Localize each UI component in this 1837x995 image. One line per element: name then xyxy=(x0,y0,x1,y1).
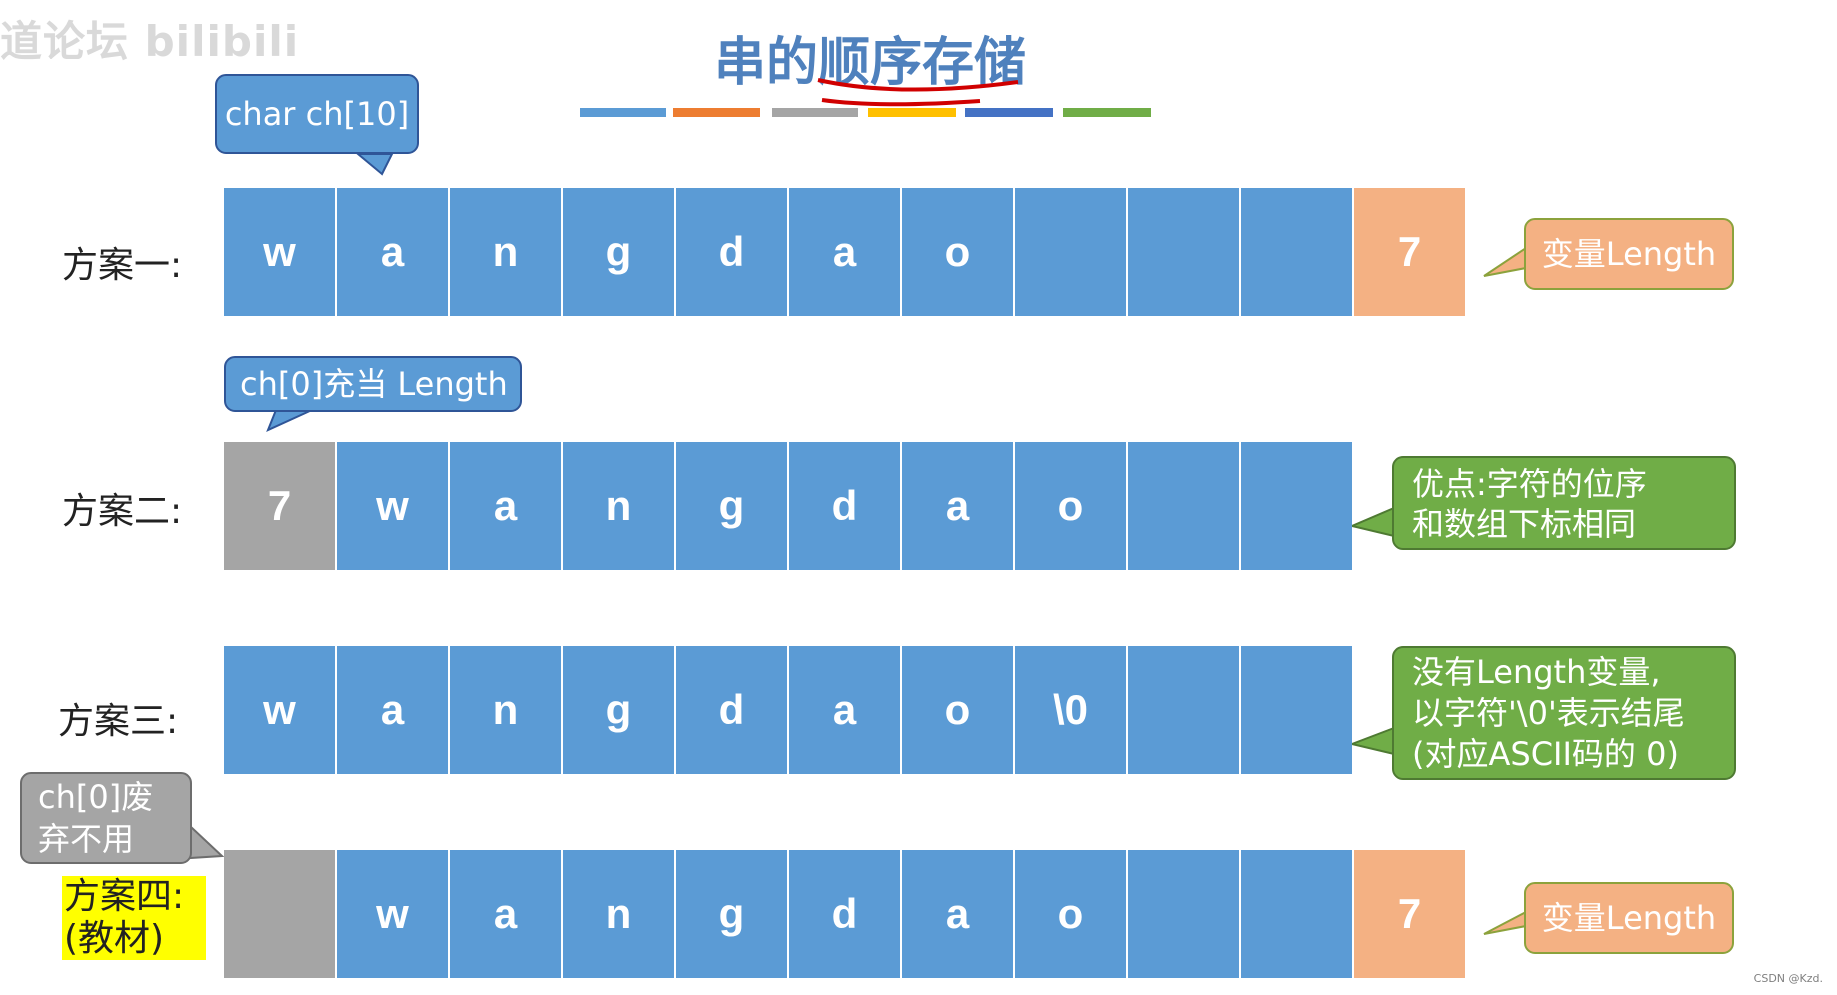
terminator-cell: \0 xyxy=(1015,646,1126,774)
color-bar-6 xyxy=(1063,108,1151,117)
scheme-2-note-line: 和数组下标相同 xyxy=(1412,505,1637,543)
color-bar-2 xyxy=(673,108,760,117)
array-cell xyxy=(1128,646,1239,774)
array-cell: d xyxy=(789,850,900,978)
scheme-2-above-text: ch[0]充当 Length xyxy=(240,365,508,403)
array-cell xyxy=(1241,442,1352,570)
array-cell: n xyxy=(450,188,561,316)
array-declaration-text: char ch[10] xyxy=(224,95,410,133)
scheme-1-array: w a n g d a o 7 xyxy=(224,188,1467,316)
array-cell: d xyxy=(789,442,900,570)
array-cell: w xyxy=(224,646,335,774)
unused-cell xyxy=(224,850,335,978)
length-variable-cell: 7 xyxy=(1354,188,1465,316)
array-declaration-callout: char ch[10] xyxy=(215,74,419,154)
source-credit: CSDN @Kzd. xyxy=(1753,972,1823,985)
array-cell: g xyxy=(563,188,674,316)
array-cell: a xyxy=(789,188,900,316)
scheme-3-note-line: (对应ASCII码的 0) xyxy=(1412,735,1679,773)
array-cell xyxy=(1128,442,1239,570)
array-cell: a xyxy=(337,188,448,316)
scheme-1-label: 方案一: xyxy=(62,245,183,286)
array-cell: w xyxy=(337,442,448,570)
length-cell: 7 xyxy=(224,442,335,570)
array-cell: a xyxy=(337,646,448,774)
scheme-4-note-text: 变量Length xyxy=(1541,899,1717,937)
array-cell: d xyxy=(676,646,787,774)
array-cell: n xyxy=(563,442,674,570)
scheme-3-note-line: 没有Length变量, xyxy=(1412,653,1661,691)
scheme-2-array: 7 w a n g d a o xyxy=(224,442,1354,570)
color-bar-3 xyxy=(772,108,858,117)
scheme-4-label: 方案四: (教材) xyxy=(62,876,206,960)
color-bar-1 xyxy=(580,108,666,117)
array-cell: n xyxy=(450,646,561,774)
scheme-4-above-callout: ch[0]废 弃不用 xyxy=(20,772,192,864)
scheme-1-note: 变量Length xyxy=(1524,218,1734,290)
scheme-3-array: w a n g d a o \0 xyxy=(224,646,1354,774)
array-cell: w xyxy=(224,188,335,316)
array-cell xyxy=(1241,188,1352,316)
scheme-4-label-line: 方案四: xyxy=(64,876,185,917)
scheme-2-note: 优点:字符的位序 和数组下标相同 xyxy=(1392,456,1736,550)
scheme-4-above-line: 弃不用 xyxy=(38,820,135,858)
array-cell: a xyxy=(450,850,561,978)
array-cell xyxy=(1241,646,1352,774)
array-cell: g xyxy=(676,442,787,570)
array-cell xyxy=(1241,850,1352,978)
array-cell: a xyxy=(902,850,1013,978)
length-variable-cell: 7 xyxy=(1354,850,1465,978)
watermark: 道论坛 bilibili xyxy=(0,17,300,66)
array-cell: g xyxy=(676,850,787,978)
array-cell: g xyxy=(563,646,674,774)
array-cell: o xyxy=(902,188,1013,316)
scheme-2-note-line: 优点:字符的位序 xyxy=(1412,465,1647,503)
scheme-2-above-callout: ch[0]充当 Length xyxy=(224,356,522,412)
array-cell: a xyxy=(789,646,900,774)
color-bar-4 xyxy=(868,108,956,117)
array-cell: o xyxy=(1015,442,1126,570)
array-cell: d xyxy=(676,188,787,316)
scheme-3-note-line: 以字符'\0'表示结尾 xyxy=(1412,694,1685,732)
array-cell xyxy=(1128,850,1239,978)
array-cell: n xyxy=(563,850,674,978)
scheme-4-label-line: (教材) xyxy=(64,918,165,959)
scheme-1-note-text: 变量Length xyxy=(1541,235,1717,273)
array-cell xyxy=(1128,188,1239,316)
color-bar-5 xyxy=(965,108,1053,117)
scheme-4-above-line: ch[0]废 xyxy=(38,778,154,816)
array-cell: o xyxy=(1015,850,1126,978)
array-cell xyxy=(1015,188,1126,316)
array-cell: o xyxy=(902,646,1013,774)
scheme-3-label: 方案三: xyxy=(58,701,179,742)
scheme-2-label: 方案二: xyxy=(62,491,183,532)
array-cell: a xyxy=(902,442,1013,570)
array-cell: a xyxy=(450,442,561,570)
scheme-3-note: 没有Length变量, 以字符'\0'表示结尾 (对应ASCII码的 0) xyxy=(1392,646,1736,780)
scheme-4-note: 变量Length xyxy=(1524,882,1734,954)
array-cell: w xyxy=(337,850,448,978)
scheme-4-array: w a n g d a o 7 xyxy=(224,850,1467,978)
